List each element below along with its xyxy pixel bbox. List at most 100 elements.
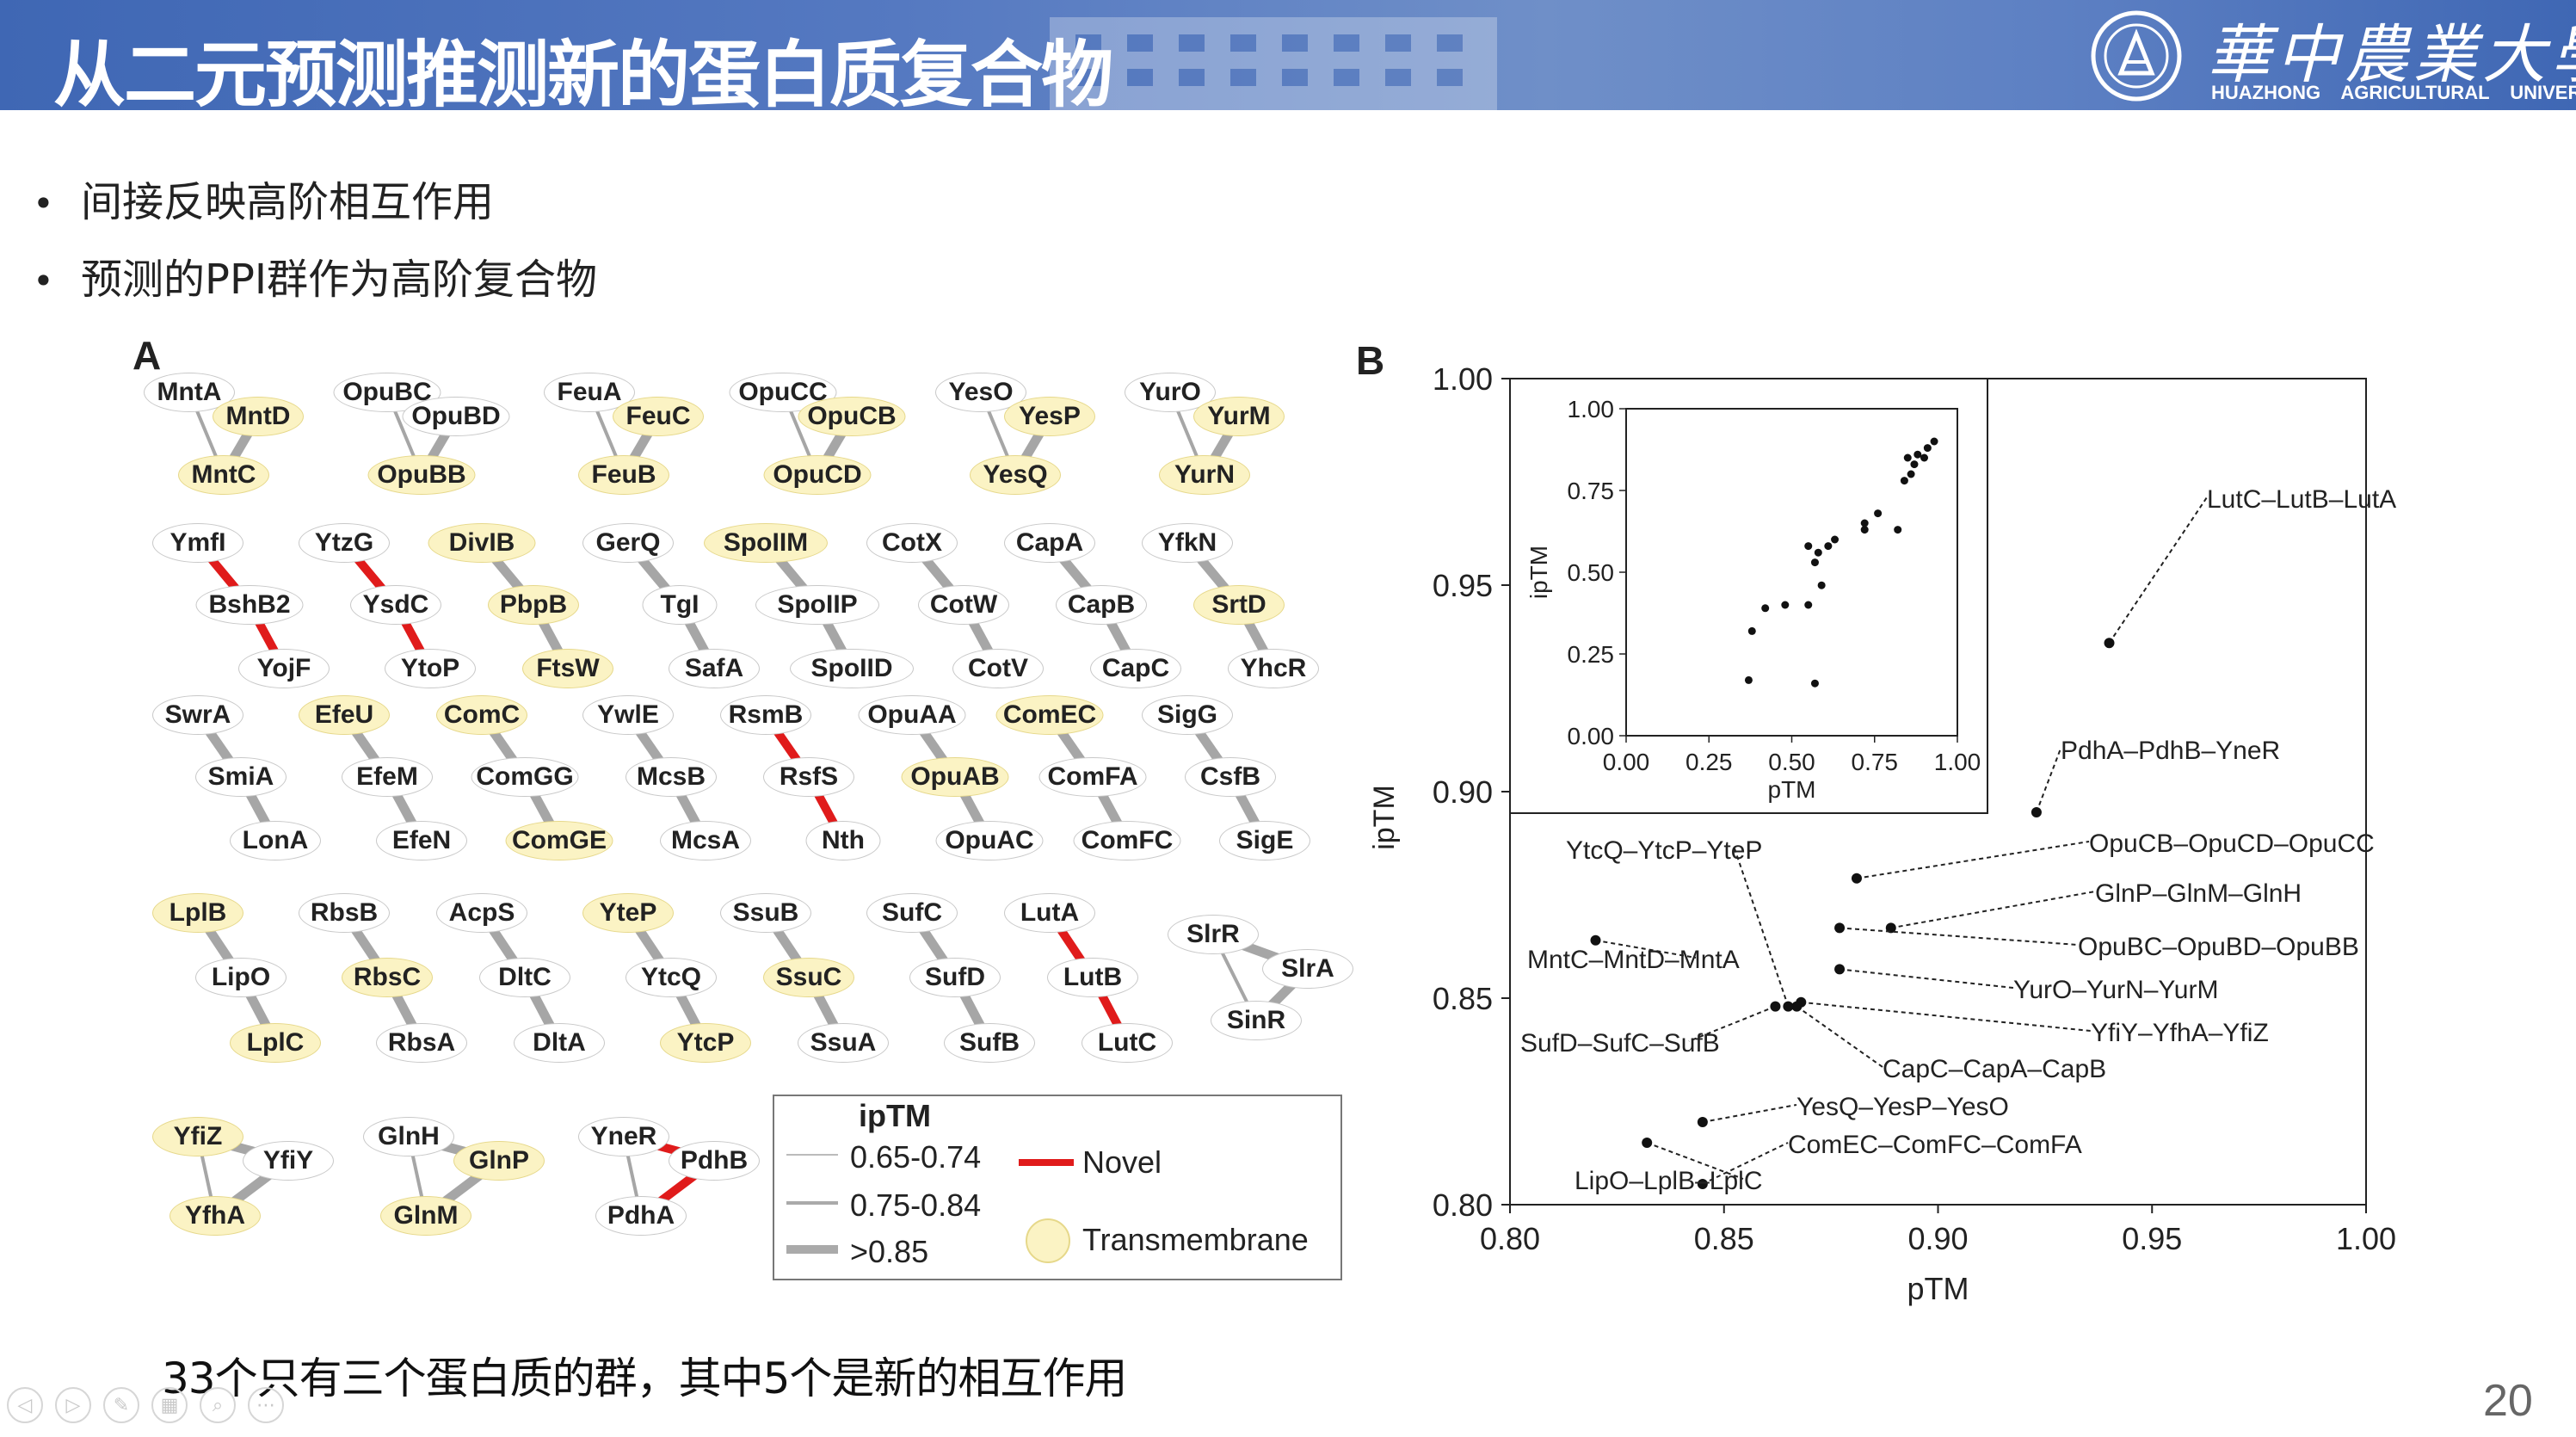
inset-x-axis-label: pTM — [1768, 776, 1816, 803]
inset-data-point — [1910, 460, 1919, 469]
bullet-item: •间接反映高阶相互作用 — [33, 168, 494, 228]
protein-node: YtcP — [660, 1023, 751, 1063]
protein-node: FeuB — [578, 455, 669, 495]
annotation-leader — [1840, 927, 2079, 946]
bullet-text: 预测的PPI群作为高阶复合物 — [81, 256, 598, 304]
inset-data-point — [1747, 626, 1756, 635]
point-label: MntC–MntD–MntA — [1527, 946, 1740, 974]
protein-node: OpuCB — [798, 397, 906, 436]
legend-item: 0.65-0.74 — [850, 1139, 982, 1175]
inset-data-point — [1900, 477, 1908, 485]
inset-data-point — [1923, 444, 1932, 453]
protein-node: FeuC — [613, 397, 704, 436]
protein-node: SwrA — [152, 695, 243, 735]
protein-node: SinR — [1211, 1001, 1302, 1040]
protein-node: CotW — [918, 585, 1009, 625]
legend-item: Transmembrane — [1082, 1222, 1309, 1257]
university-name-cn: 華中農業大學 — [2207, 18, 2576, 92]
annotation-leader — [1646, 1142, 1744, 1180]
x-tick-label: 0.80 — [1480, 1221, 1540, 1256]
protein-node: SsuC — [763, 958, 854, 997]
protein-node: AcpS — [436, 893, 527, 933]
network-legend: ipTM 0.65-0.74 0.75-0.84 >0.85 Novel Tra… — [773, 1095, 1342, 1280]
annotation-leader — [1595, 939, 1697, 959]
protein-node: CsfB — [1185, 757, 1276, 797]
inset-data-point — [1860, 519, 1869, 527]
protein-node: YteP — [582, 893, 674, 933]
protein-node: SpoIIP — [755, 585, 879, 625]
protein-node: SufD — [909, 958, 1001, 997]
protein-node: SsuB — [720, 893, 811, 933]
zoom-icon[interactable]: ⌕ — [200, 1387, 236, 1423]
protein-node: McsB — [626, 757, 717, 797]
data-point — [1885, 922, 1896, 934]
protein-node: YfkN — [1142, 523, 1233, 563]
protein-node: YojF — [238, 649, 330, 688]
protein-node: ComFC — [1073, 821, 1181, 860]
protein-node: PdhA — [595, 1196, 687, 1236]
protein-node: OpuAC — [935, 821, 1044, 860]
protein-node: LplC — [230, 1023, 321, 1063]
data-point — [1834, 922, 1846, 934]
x-tick-label: 1.00 — [2336, 1221, 2396, 1256]
protein-node: YfhA — [169, 1196, 261, 1236]
inset-data-point — [1903, 453, 1912, 462]
annotation-leader — [1796, 1005, 1883, 1068]
slide-caption: 33个只有三个蛋白质的群，其中5个是新的相互作用 — [162, 1354, 1127, 1403]
protein-node: MntD — [213, 397, 304, 436]
protein-node: McsA — [660, 821, 751, 860]
protein-node: DltA — [514, 1023, 605, 1063]
next-slide-icon[interactable]: ▷ — [55, 1387, 91, 1423]
protein-node: SigE — [1219, 821, 1310, 860]
point-label: LutC–LutB–LutA — [2207, 485, 2396, 514]
previous-slide-icon[interactable]: ◁ — [7, 1387, 43, 1423]
protein-node: LplB — [152, 893, 243, 933]
annotation-leader — [1734, 848, 1790, 1007]
inset-data-point — [1817, 581, 1826, 589]
inset-y-tick-label: 1.00 — [1568, 396, 1615, 422]
university-name-en: HUAZHONG AGRICULTURAL UNIVERSITY — [2211, 82, 2576, 103]
more-options-icon[interactable]: ⋯ — [248, 1387, 284, 1423]
point-label: YesQ–YesP–YesO — [1796, 1093, 2009, 1121]
protein-node: YfiY — [243, 1141, 334, 1181]
campus-building-image — [1050, 17, 1497, 110]
protein-node: ComC — [436, 695, 527, 735]
protein-node: SrtD — [1193, 585, 1285, 625]
protein-node: YsdC — [350, 585, 441, 625]
annotation-leader — [1856, 841, 2090, 879]
slideshow-controls: ◁ ▷ ✎ ▦ ⌕ ⋯ — [7, 1387, 284, 1423]
inset-x-tick-label: 0.25 — [1685, 749, 1733, 775]
inset-y-tick-label: 0.00 — [1568, 723, 1615, 749]
x-tick-label: 0.85 — [1694, 1221, 1754, 1256]
annotation-leader — [1702, 1104, 1797, 1123]
y-tick-label: 0.80 — [1433, 1187, 1493, 1223]
inset-data-point — [1920, 453, 1928, 462]
inset-y-tick-label: 0.50 — [1568, 559, 1615, 586]
protein-node: OpuCD — [763, 455, 872, 495]
data-point — [1851, 873, 1862, 884]
pen-icon[interactable]: ✎ — [103, 1387, 139, 1423]
protein-node: ComFA — [1038, 757, 1147, 797]
protein-node: LipO — [195, 958, 287, 997]
point-label: LipO–LplB–LplC — [1575, 1167, 1762, 1195]
protein-node: GlnM — [380, 1196, 471, 1236]
protein-node: CapC — [1090, 649, 1181, 688]
slides-grid-icon[interactable]: ▦ — [151, 1387, 188, 1423]
inset-frame — [1509, 378, 1988, 814]
protein-node: CotV — [952, 649, 1044, 688]
protein-node: CapA — [1004, 523, 1095, 563]
protein-node: YtzG — [299, 523, 390, 563]
x-tick-label: 0.90 — [1907, 1221, 1968, 1256]
x-axis-label: pTM — [1907, 1271, 1969, 1306]
protein-node: EfeU — [299, 695, 390, 735]
protein-node: MntC — [178, 455, 269, 495]
protein-node: YneR — [578, 1117, 669, 1156]
protein-node: RbsC — [342, 958, 433, 997]
inset-data-point — [1824, 542, 1833, 551]
inset-data-point — [1860, 526, 1869, 534]
protein-node: ComEC — [995, 695, 1104, 735]
annotation-leader — [1801, 1001, 2092, 1032]
inset-data-point — [1810, 558, 1819, 567]
panel-a-label: A — [132, 333, 162, 378]
